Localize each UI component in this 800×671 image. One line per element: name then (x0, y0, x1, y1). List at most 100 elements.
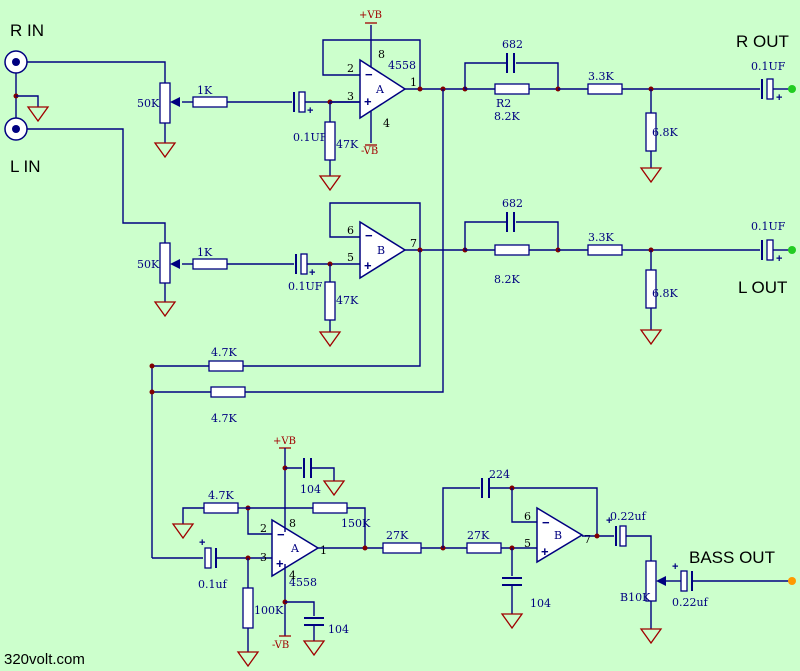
l-out-label: L OUT (738, 278, 787, 297)
junction-dot (594, 533, 600, 539)
wire (511, 488, 537, 523)
minus-sign: − (277, 527, 285, 542)
wire-follower-feedback (329, 202, 421, 250)
minus-sign: − (365, 228, 373, 243)
pin-label: 8 (289, 517, 296, 530)
res-r-fb-label: 8.2K (494, 110, 520, 123)
pin-label: 7 (584, 533, 591, 546)
res-bass-fb (312, 502, 348, 514)
opamp-top-part: 4558 (388, 59, 416, 72)
cap-bass-out-label: 0.22uf (610, 510, 647, 523)
pin-label: 6 (524, 510, 531, 523)
res-r-in (192, 96, 228, 108)
pin-label: 2 (347, 62, 354, 75)
pin-label: 2 (260, 522, 267, 535)
wire (16, 95, 39, 107)
pin-label: 6 (347, 224, 354, 237)
opamp-bass-b-unit: B (554, 529, 562, 542)
cap-r-out: + (761, 78, 782, 104)
res-filter-2 (466, 542, 502, 554)
res-r-bias (324, 121, 336, 161)
l-in-label: L IN (10, 157, 41, 176)
ground-symbol (639, 329, 663, 346)
res-l-series-label: 3.3K (588, 231, 614, 244)
pot-r-wiper-arrow (170, 97, 180, 107)
cap-r-fb (506, 53, 515, 73)
cap-l-in-label: 0.1UF (288, 280, 323, 293)
supply-pos-label: +VB (359, 10, 382, 21)
plus-sign: + (364, 94, 372, 109)
opamp-bass-a-part: 4558 (289, 576, 317, 589)
cap-bass-in-label: 0.1uf (198, 578, 228, 591)
res-bass-fb-label: 150K (341, 517, 371, 530)
res-r-shunt-label: 6.8K (652, 126, 678, 139)
opamp-top (359, 58, 407, 120)
pin-label: 3 (260, 551, 267, 564)
svg-text:+: + (776, 253, 782, 265)
wire (626, 535, 652, 561)
cap-bass-final-label: 0.22uf (672, 596, 709, 609)
minus-sign: − (542, 515, 550, 530)
res-r-fb (494, 83, 530, 95)
cap-l-out: + (761, 239, 782, 265)
svg-text:+: + (776, 92, 782, 104)
r-out-label: R OUT (736, 32, 789, 51)
res-bass-gnd (203, 502, 239, 514)
cap-l-fb-label: 682 (502, 197, 523, 210)
ground-symbol (318, 331, 342, 348)
ground-symbol (322, 480, 346, 497)
opamp-top-unit: A (375, 83, 385, 96)
res-filter-1 (382, 542, 422, 554)
pin-label: 1 (410, 76, 417, 89)
plus-sign: + (364, 258, 372, 273)
res-r-series (587, 83, 623, 95)
junction-dot (149, 389, 155, 395)
pot-bass-wiper-arrow (656, 576, 666, 586)
wire-mix-r (245, 89, 444, 393)
ground-symbol (639, 628, 663, 645)
cap-bass-in: + (199, 537, 217, 569)
supply-neg-label: -VB (361, 146, 378, 157)
res-l-bias (324, 281, 336, 321)
res-bass-gnd-label: 4.7K (208, 489, 234, 502)
opamp-bass-a (271, 518, 320, 578)
opamp-mid (359, 220, 407, 280)
cap-bypass-pos-label: 104 (300, 483, 321, 496)
wire (464, 62, 506, 89)
svg-text:+: + (307, 105, 313, 117)
pin-label: 1 (320, 544, 327, 557)
wire (489, 487, 598, 536)
ground-symbol (171, 523, 195, 540)
cap-l-in: + (295, 253, 315, 279)
ground-symbol (302, 640, 326, 657)
wire-r-in (27, 61, 166, 83)
l-in-jack (4, 117, 28, 141)
pot-bass-label: B10K (620, 591, 651, 604)
res-l-bias-label: 47K (336, 294, 359, 307)
res-l-series (587, 244, 623, 256)
pot-l-wiper-arrow (170, 259, 180, 269)
cap-filter-fb (481, 478, 490, 498)
junction-dot (149, 363, 155, 369)
wire (516, 62, 559, 89)
cap-bypass-pos (303, 458, 312, 478)
wire-mix-l (243, 250, 421, 367)
ground-symbol (26, 106, 50, 123)
wire (516, 221, 559, 250)
res-mix-1 (208, 360, 244, 372)
wire (464, 221, 506, 250)
res-bass-bias-label: 100K (254, 604, 284, 617)
bass-out-label: BASS OUT (689, 548, 775, 567)
cap-r-out-label: 0.1UF (751, 60, 786, 73)
wire (247, 508, 272, 535)
res-r-in-label: 1K (197, 84, 213, 97)
plus-sign: + (541, 544, 549, 559)
res-r-bias-label: 47K (336, 138, 359, 151)
cap-filter-fb-label: 224 (489, 468, 510, 481)
pin-label: 3 (347, 90, 354, 103)
plus-sign: + (276, 556, 284, 571)
bass-out-terminal (788, 577, 796, 585)
wire (285, 601, 315, 616)
svg-text:+: + (309, 267, 315, 279)
svg-text:+: + (672, 561, 678, 573)
